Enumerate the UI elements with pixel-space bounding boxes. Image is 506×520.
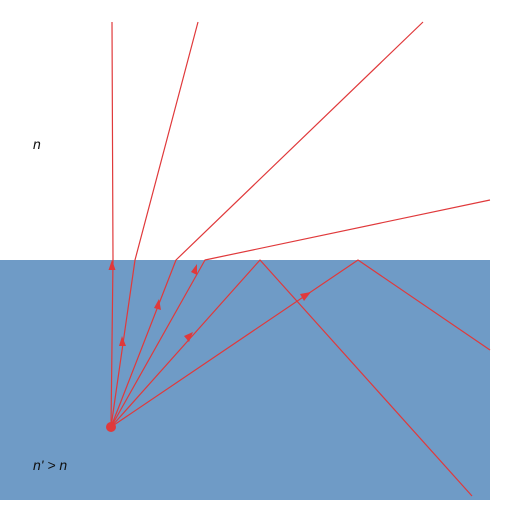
arrowhead-ray-6 — [300, 292, 311, 301]
ray-refracted-medium-angle — [110, 21, 424, 428]
lower-medium-label: n' > n — [33, 457, 68, 473]
ray-refracted-grazing — [110, 199, 491, 428]
arrowhead-ray-1 — [108, 260, 116, 270]
ray-normal — [110, 21, 114, 428]
lower-medium-region — [0, 260, 490, 500]
arrowhead-ray-4 — [191, 264, 197, 275]
light-source-point — [106, 422, 116, 432]
ray-total-internal-reflection-1 — [110, 259, 473, 497]
ray-total-internal-reflection-2 — [110, 259, 491, 428]
arrowhead-ray-5 — [184, 332, 193, 342]
arrowhead-ray-3 — [154, 299, 161, 310]
arrowhead-ray-2 — [119, 336, 126, 346]
upper-medium-label: n — [33, 136, 41, 152]
ray-refracted-small-angle — [110, 21, 199, 428]
upper-medium-region — [0, 0, 506, 260]
